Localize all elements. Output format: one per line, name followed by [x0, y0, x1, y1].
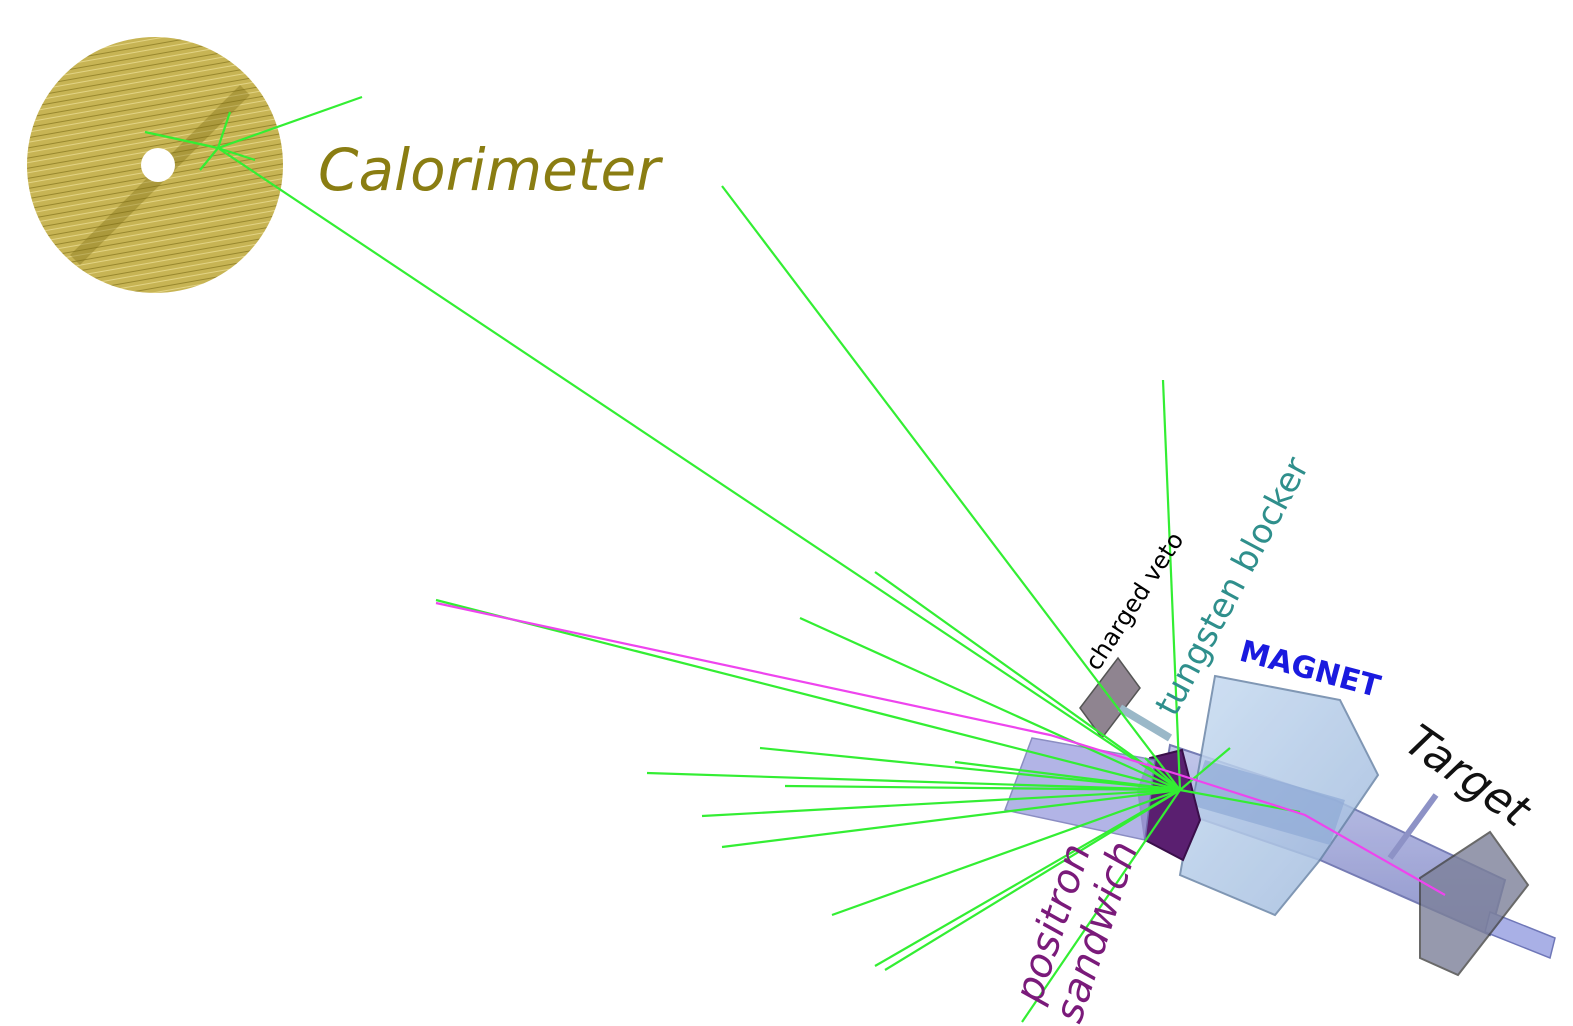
photon-tracks [144, 95, 1301, 1023]
target-rod [1387, 793, 1439, 860]
target-frame [1419, 830, 1530, 977]
calorimeter [27, 37, 283, 293]
calorimeter-label: Calorimeter [318, 136, 663, 204]
tungsten-blocker-bar [1117, 704, 1173, 742]
calorimeter-hole [141, 148, 175, 182]
positron-track [435, 601, 1446, 896]
